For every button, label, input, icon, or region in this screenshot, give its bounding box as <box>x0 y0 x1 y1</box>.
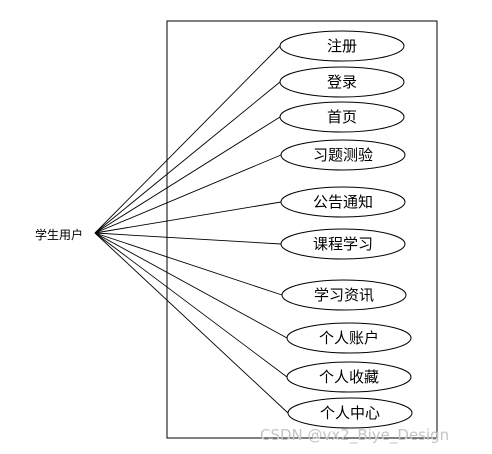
use-case-ellipse <box>280 228 406 260</box>
use-case: 个人中心 <box>287 397 413 429</box>
association-line <box>94 232 288 378</box>
association-line <box>94 232 282 245</box>
use-case-label: 注册 <box>327 37 357 55</box>
use-case-label: 个人账户 <box>319 329 379 347</box>
association-line <box>94 116 281 234</box>
use-case: 首页 <box>279 101 405 133</box>
use-case: 个人收藏 <box>286 361 412 393</box>
use-case-ellipse <box>286 361 412 393</box>
use-case-ellipse <box>279 66 405 98</box>
use-case: 公告通知 <box>280 186 406 218</box>
association-line <box>94 201 282 234</box>
use-case-label: 个人中心 <box>320 404 380 422</box>
watermark: CSDN @vx2_Biye_Design <box>260 426 449 445</box>
association-line <box>94 45 281 234</box>
use-case-label: 课程学习 <box>313 235 373 253</box>
use-case-label: 个人收藏 <box>319 368 379 386</box>
use-case-ellipse <box>279 101 405 133</box>
use-case-ellipse <box>286 322 412 354</box>
use-case-ellipse <box>287 397 413 429</box>
association-line <box>94 81 281 234</box>
use-case-label: 公告通知 <box>313 193 373 211</box>
association-line <box>94 232 283 296</box>
use-case-ellipse <box>280 139 406 171</box>
use-case: 注册 <box>279 30 405 62</box>
use-case-ellipse <box>281 279 407 311</box>
association-line <box>94 232 288 339</box>
use-case-label: 学习资讯 <box>314 286 374 304</box>
use-case: 登录 <box>279 66 405 98</box>
use-case: 学习资讯 <box>281 279 407 311</box>
use-case: 课程学习 <box>280 228 406 260</box>
use-case-ellipse <box>279 30 405 62</box>
actor-label: 学生用户 <box>35 227 83 242</box>
association-line <box>94 232 289 414</box>
use-case-label: 首页 <box>327 108 357 126</box>
use-case-ellipse <box>280 186 406 218</box>
use-case: 习题测验 <box>280 139 406 171</box>
use-case-label: 习题测验 <box>313 146 373 164</box>
use-case: 个人账户 <box>286 322 412 354</box>
association-lines <box>94 45 289 414</box>
use-case-label: 登录 <box>327 73 357 91</box>
system-boundary <box>166 20 438 439</box>
association-line <box>94 154 282 234</box>
